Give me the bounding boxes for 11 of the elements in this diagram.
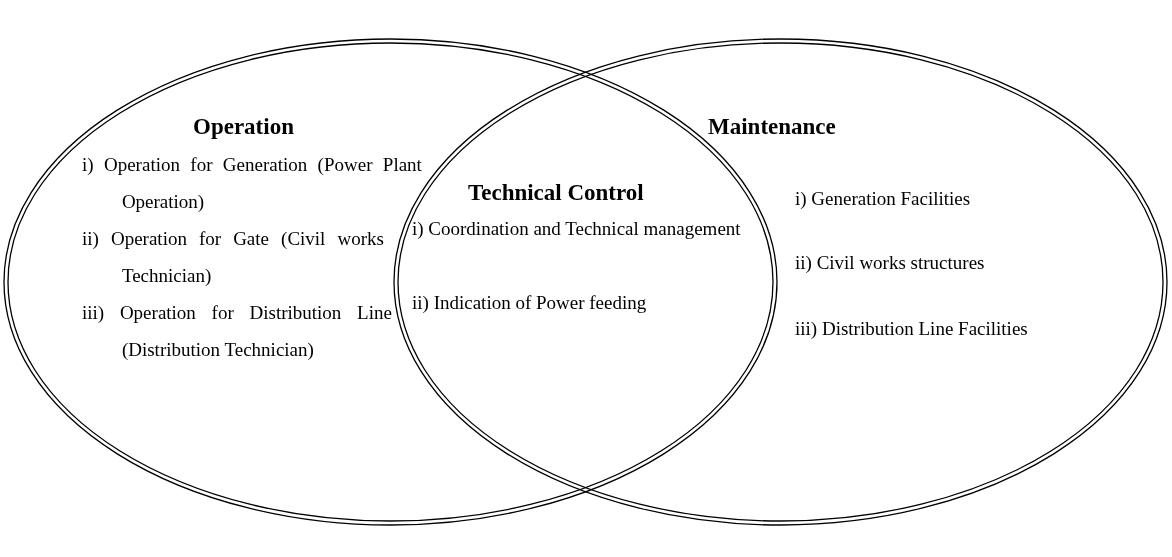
heading: Technical Control	[468, 179, 644, 207]
heading: Maintenance	[708, 113, 836, 141]
list-item: iii) Operation for Distribution Line (Distribution Technician)	[82, 301, 392, 362]
list-item: i) Coordination and Technical management	[412, 217, 742, 241]
list-item: i) Operation for Generation (Power Plant Operation)	[82, 153, 422, 214]
list-item: i) Generation Facilities	[795, 187, 972, 211]
list-item: ii) Civil works structures	[795, 251, 986, 275]
list-item: ii) Operation for Gate (Civil works Technician)	[82, 227, 384, 288]
heading: Operation	[193, 113, 294, 141]
list-item: ii) Indication of Power feeding	[412, 291, 648, 315]
list-item: iii) Distribution Line Facilities	[795, 317, 1029, 341]
